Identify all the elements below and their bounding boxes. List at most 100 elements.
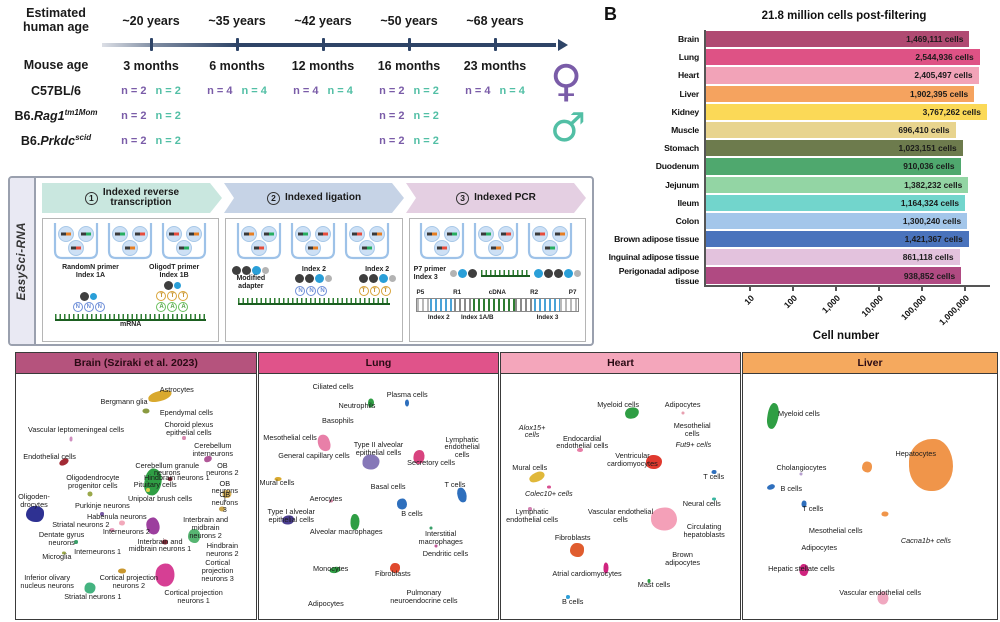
cell-cluster-blob [877,591,889,605]
read-segment [473,299,516,312]
read-segment [453,299,474,312]
bar-value-label: 1,382,232 cells [904,179,963,190]
human-age-row: Estimated human age ~20 years~35 years~4… [4,4,600,38]
step-number-badge: 1 [85,192,98,205]
tissue-label: Ileum [677,197,700,208]
cell-type-label: T cells [802,503,824,513]
bar-value-label: 696,410 cells [898,125,950,136]
cell-type-label: Cortical projection neurons 2 [99,573,158,591]
cell-type-label: Alveolar macrophages [309,527,383,537]
cell-type-label: Interbrain and midbrain neurons 1 [128,536,192,554]
cell-type-label: Fibroblasts [554,533,591,543]
cell-cluster-blob [603,562,609,574]
umap-panel-header: Brain (Sziraki et al. 2023) [16,353,256,374]
read-bottom-label: Index 3 [536,314,559,322]
cell-type-label: Type II alveolar epithelial cells [353,439,404,457]
female-icon: ♀ [550,56,583,107]
cell-type-label: Microglia [42,551,72,561]
cell-type-label: Mesothelial cells [808,525,863,535]
strain-name: B6.Rag1tm1Mom [14,107,98,124]
bar: 861,118 cells [706,249,960,266]
human-age-label: Estimated human age [23,6,89,34]
cell-type-label: Vascular leptomeningeal cells [28,425,124,435]
cell-cluster-blob [799,472,803,476]
cell-type-label: Adipocytes [308,599,344,609]
mouse-age-value: 3 months [123,59,179,73]
cell-type-label: Atrial cardiomyocytes [552,568,622,578]
cell-cluster-blob [405,399,410,407]
bar-value-label: 1,164,324 cells [900,197,960,208]
bar-value-label: 1,469,111 cells [906,34,964,45]
tissue-label: Lung [678,52,699,63]
chart-title: 21.8 million cells post-filtering [761,10,927,22]
bar: 2,405,497 cells [706,67,979,84]
cell-cluster-blob [118,520,125,526]
cell-type-label: Oligoden- drocytes [18,492,50,510]
cell-type-label: Cortical projection neurons 3 [201,558,234,584]
cell-type-label: Cerebellum granule neurons [135,460,200,478]
timeline-tick [493,38,497,51]
cell-type-label: Oligodendrocyte progenitor cells [66,472,120,490]
cell-type-label: Adipocytes [664,399,701,409]
bar-area: 1,382,232 cells [704,175,988,194]
bar-area: 1,902,395 cells [704,84,988,103]
cdna-strand-icon [480,270,530,278]
human-age-value: ~68 years [466,14,524,28]
bar-area: 1,421,367 cells [704,230,988,249]
cell-cluster-blob [74,539,78,544]
cell-type-label: Colec10+ cells [524,489,573,499]
read-structure-bar [415,298,579,313]
human-age-value: ~50 years [380,14,438,28]
cell-cluster-blob [650,507,677,531]
cell-type-label: Vascular endothelial cells [839,588,922,598]
cell-type-label: T cells [444,480,466,490]
bar-value-label: 910,036 cells [903,161,955,172]
cell-type-label: Endocardial endothelial cells [556,433,609,451]
cell-type-label: Secretory cells [407,458,456,468]
cell-cluster-blob [222,490,232,499]
mouse-age-value: 6 months [209,59,265,73]
bar-value-label: 1,421,367 cells [904,234,963,245]
cell-cluster-blob [142,408,150,414]
cell-cluster-blob [908,438,953,491]
step1-primer1-label: RandomN primer Index 1A [62,264,119,279]
cell-type-label: B cells [561,596,584,606]
cell-type-label: Neural cells [682,498,721,508]
primer-beads-icon [80,292,98,302]
read-top-label: cDNA [488,289,506,297]
plate-wells-icon [414,222,581,262]
read-segment [416,299,430,312]
cell-cluster-blob [146,488,150,493]
cell-type-label: Mesothelial cells [673,421,711,439]
cell-type-label: Basal cells [370,481,406,491]
cell-type-label: Lymphatic endothelial cells [444,434,480,460]
cell-type-label: OB neurons 2 [206,460,239,478]
cell-type-label: B cells [780,484,803,494]
mrna-strand-icon [55,314,207,322]
workflow-step-panels: RandomN primer Index 1A OligodT primer I… [42,218,586,342]
tissue-label: Brain [678,34,699,45]
cell-type-label: Hepatocytes [895,448,936,458]
cell-cluster-blob [350,514,360,531]
pcr-beads-icon [533,269,581,279]
cell-type-label: Alox15+ cells [518,422,546,440]
timeline-tick [407,38,411,51]
bar-value-label: 861,118 cells [902,252,954,263]
tissue-label: Jejunum [665,179,699,190]
tissue-label: Brown adipose tissue [614,234,699,245]
cell-type-label: Mesothelial cells [263,432,317,442]
